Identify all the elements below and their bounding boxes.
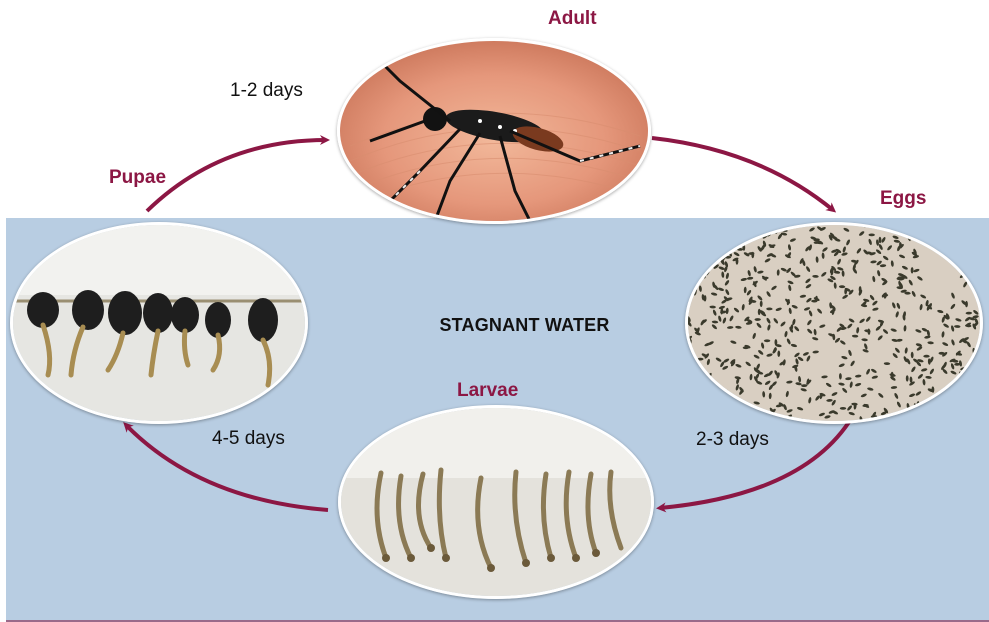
larvae-photo — [338, 405, 654, 599]
arrow-adult-to-eggs — [652, 138, 833, 210]
arrow-pupae-to-adult — [147, 140, 326, 211]
pupae-photo — [10, 222, 308, 424]
duration-pupae-to-adult: 1-2 days — [230, 80, 303, 102]
duration-eggs-to-larvae: 2-3 days — [696, 429, 769, 451]
stage-label-larvae: Larvae — [457, 380, 518, 402]
stage-label-eggs: Eggs — [880, 188, 926, 210]
stage-label-adult: Adult — [548, 8, 597, 30]
eggs-photo — [685, 222, 983, 424]
duration-larvae-to-pupae: 4-5 days — [212, 428, 285, 450]
stage-label-pupae: Pupae — [109, 167, 166, 189]
mosquito-photo — [337, 38, 651, 224]
